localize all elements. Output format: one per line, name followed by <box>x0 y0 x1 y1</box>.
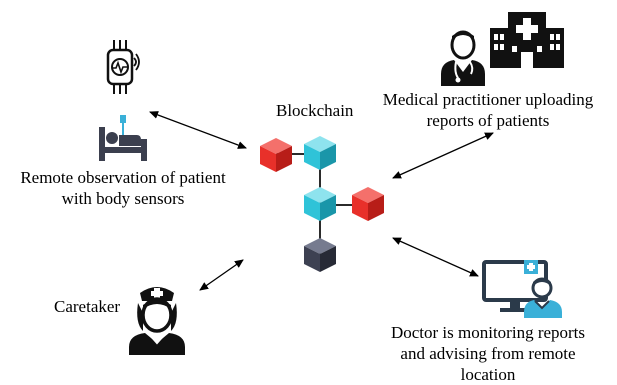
medical-label-line1: Medical practitioner uploading <box>382 90 594 109</box>
arrow-caretaker-to-blockchain <box>199 259 244 291</box>
nurse-icon <box>127 279 187 355</box>
doctor-label-line3: location <box>460 365 516 384</box>
blockchain-label: Blockchain <box>276 101 354 120</box>
remote-label-line1: Remote observation of patient <box>20 168 226 187</box>
arrow-remote-to-blockchain <box>149 111 247 149</box>
medical-practitioner-label: Medical practitioner uploading reports o… <box>381 89 595 131</box>
hospital-icon <box>490 10 564 68</box>
doctor-label-line1: Doctor is monitoring reports <box>390 323 586 342</box>
doctor-label-line2: and advising from remote <box>400 344 576 363</box>
medical-label-line2: reports of patients <box>426 111 550 130</box>
blockchain-cubes-icon <box>250 130 390 280</box>
arrow-blockchain-to-doctor <box>392 237 479 277</box>
remote-observation-label: Remote observation of patient with body … <box>8 167 238 209</box>
caretaker-label: Caretaker <box>54 297 121 316</box>
doctor-monitor-icon <box>482 258 566 318</box>
remote-label-line2: with body sensors <box>61 189 185 208</box>
doctor-label: Doctor is monitoring reports and advisin… <box>379 322 597 385</box>
smartwatch-icon <box>100 38 142 96</box>
patient-bed-icon <box>97 113 149 163</box>
medical-practitioner-icon <box>438 28 488 86</box>
arrow-blockchain-to-medical <box>392 132 494 179</box>
